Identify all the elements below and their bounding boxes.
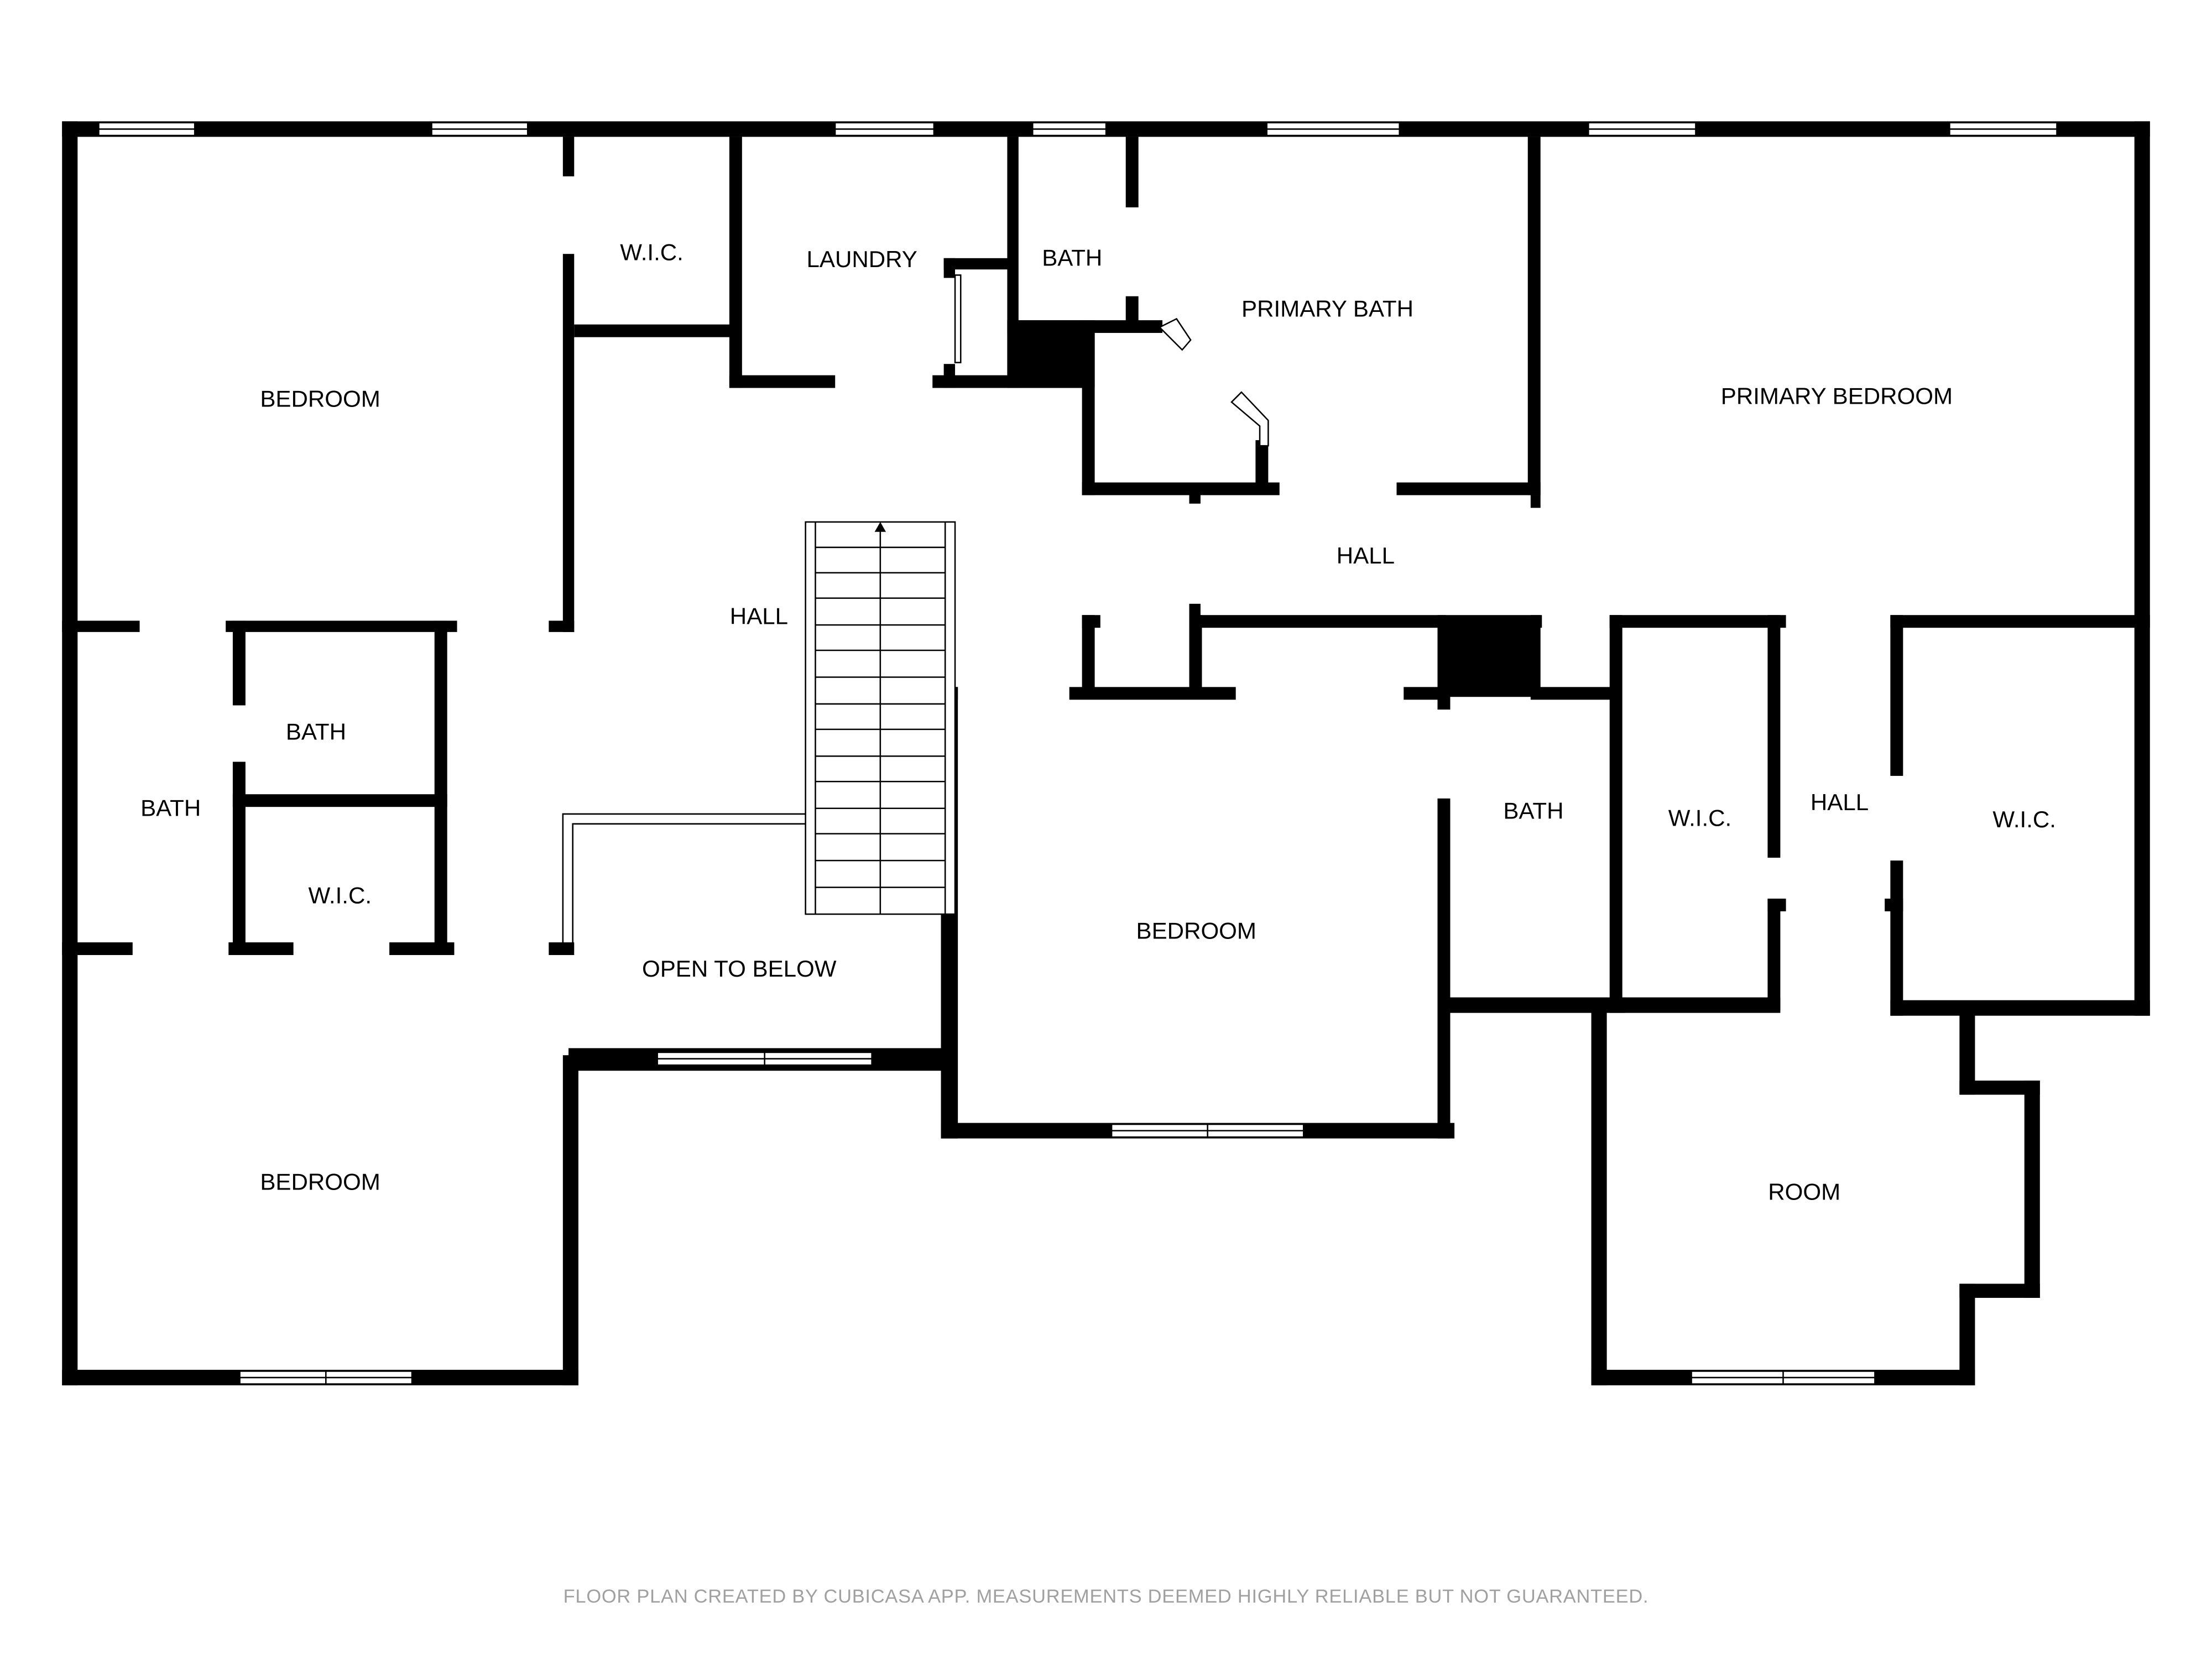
room-label-hall-center: HALL [1337, 542, 1395, 568]
windows [98, 122, 2058, 1385]
triangle-up-icon [874, 521, 886, 532]
room-label-wic-right-1: W.I.C. [1668, 805, 1732, 831]
room-label-hall-right: HALL [1811, 789, 1869, 815]
room-label-bedroom-nw: BEDROOM [260, 386, 380, 412]
room-label-bath-left-outer: BATH [140, 795, 201, 821]
fixtures [562, 274, 1269, 946]
room-label-wic-right-2: W.I.C. [1992, 806, 2056, 832]
room-label-bedroom-center: BEDROOM [1136, 917, 1256, 943]
room-label-bath-top: BATH [1042, 245, 1102, 271]
room-label-wic-nw: W.I.C. [620, 239, 684, 265]
room-label-bath-left-inner: BATH [286, 719, 346, 745]
room-label-room-se: ROOM [1768, 1178, 1840, 1204]
room-label-wic-left: W.I.C. [309, 883, 372, 909]
room-labels: BEDROOM W.I.C. LAUNDRY BATH PRIMARY BATH… [140, 239, 2056, 1204]
room-label-open-to-below: OPEN TO BELOW [642, 956, 837, 982]
footer-disclaimer: FLOOR PLAN CREATED BY CUBICASA APP. MEAS… [564, 1586, 1649, 1607]
room-label-bath-right: BATH [1503, 798, 1563, 824]
room-label-bedroom-sw: BEDROOM [260, 1168, 380, 1194]
room-label-laundry: LAUNDRY [807, 246, 917, 272]
room-label-hall-main: HALL [730, 603, 788, 629]
room-label-primary-bath: PRIMARY BATH [1241, 295, 1413, 321]
room-label-primary-bedroom: PRIMARY BEDROOM [1721, 383, 1953, 409]
staircase [805, 521, 956, 915]
